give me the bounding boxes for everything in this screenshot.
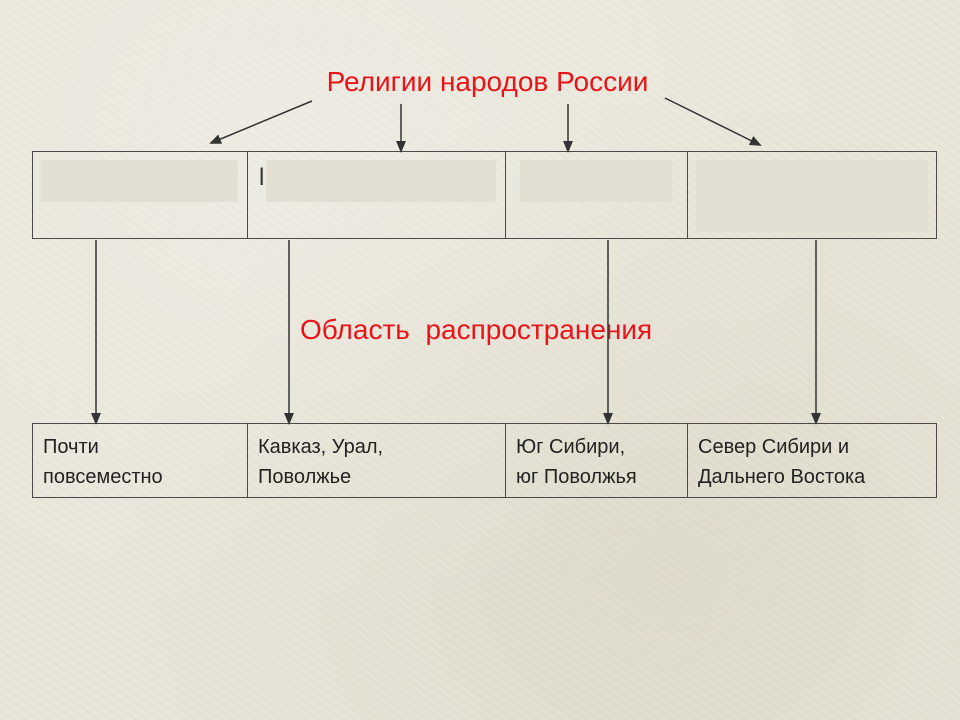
redacted-box <box>41 160 238 202</box>
region-text: Юг Сибири, юг Поволжья <box>516 436 637 488</box>
religions-table: l <box>32 151 937 239</box>
section-subtitle: Область распространения <box>300 314 653 345</box>
region-cell-1: Почти повсеместно <box>33 424 248 497</box>
arrow-title-to-cell-1 <box>209 100 313 144</box>
region-text: Кавказ, Урал, Поволжье <box>258 436 384 488</box>
religion-cell-2: l <box>248 152 506 238</box>
regions-table: Почти повсеместно Кавказ, Урал, Поволжье… <box>32 423 937 498</box>
region-text: Почти повсеместно <box>43 436 163 488</box>
region-cell-3: Юг Сибири, юг Поволжья <box>506 424 688 497</box>
text-cursor-mark: l <box>259 164 265 191</box>
region-text: Север Сибири и Дальнего Востока <box>698 436 866 488</box>
religion-cell-3 <box>506 152 688 238</box>
diagram-title: Религии народов России <box>326 66 649 97</box>
redacted-box <box>266 160 496 202</box>
region-cell-2: Кавказ, Урал, Поволжье <box>248 424 506 497</box>
religion-cell-1 <box>33 152 248 238</box>
arrow-title-to-cell-4 <box>664 97 762 146</box>
redacted-box <box>696 160 928 232</box>
religion-cell-4 <box>688 152 936 238</box>
region-cell-4: Север Сибири и Дальнего Востока <box>688 424 936 497</box>
redacted-box <box>520 160 672 202</box>
